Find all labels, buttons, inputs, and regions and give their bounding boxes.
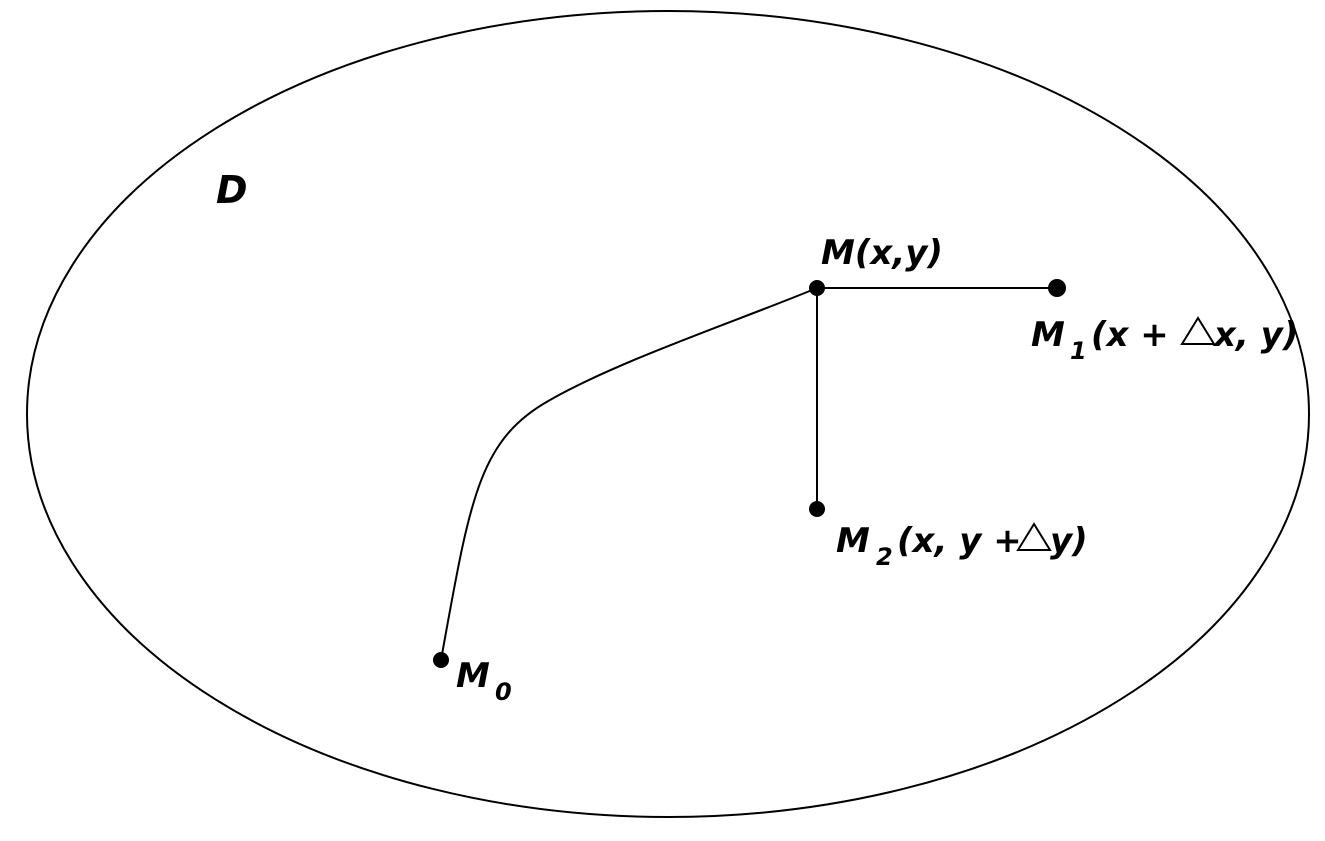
path-m0-to-m <box>440 287 818 661</box>
point-m0-label-name: M <box>456 656 490 696</box>
point-m2-coords-open: (x, y + <box>897 521 1022 561</box>
point-m1-coords-open: (x + <box>1091 315 1169 355</box>
point-m1 <box>1048 279 1066 297</box>
point-m-label: M(x,y) <box>821 233 943 273</box>
point-m0 <box>433 652 449 668</box>
point-m2-label-name: M <box>836 521 870 561</box>
point-m-coords: (x,y) <box>855 233 943 273</box>
point-m2-coords-close: y) <box>1050 521 1088 561</box>
point-m1-label-name: M <box>1031 315 1065 355</box>
region-boundary <box>26 10 1310 818</box>
region-label: D <box>216 168 248 212</box>
point-m <box>809 280 825 296</box>
point-m0-subscript: 0 <box>495 678 512 706</box>
point-m-name: M <box>821 233 855 273</box>
point-m2 <box>809 501 825 517</box>
point-m1-coords-close: x, y) <box>1212 315 1298 355</box>
delta-icon <box>1180 316 1216 345</box>
delta-icon <box>1016 522 1052 551</box>
point-m2-subscript: 2 <box>876 543 893 571</box>
point-m1-subscript: 1 <box>1070 337 1087 365</box>
